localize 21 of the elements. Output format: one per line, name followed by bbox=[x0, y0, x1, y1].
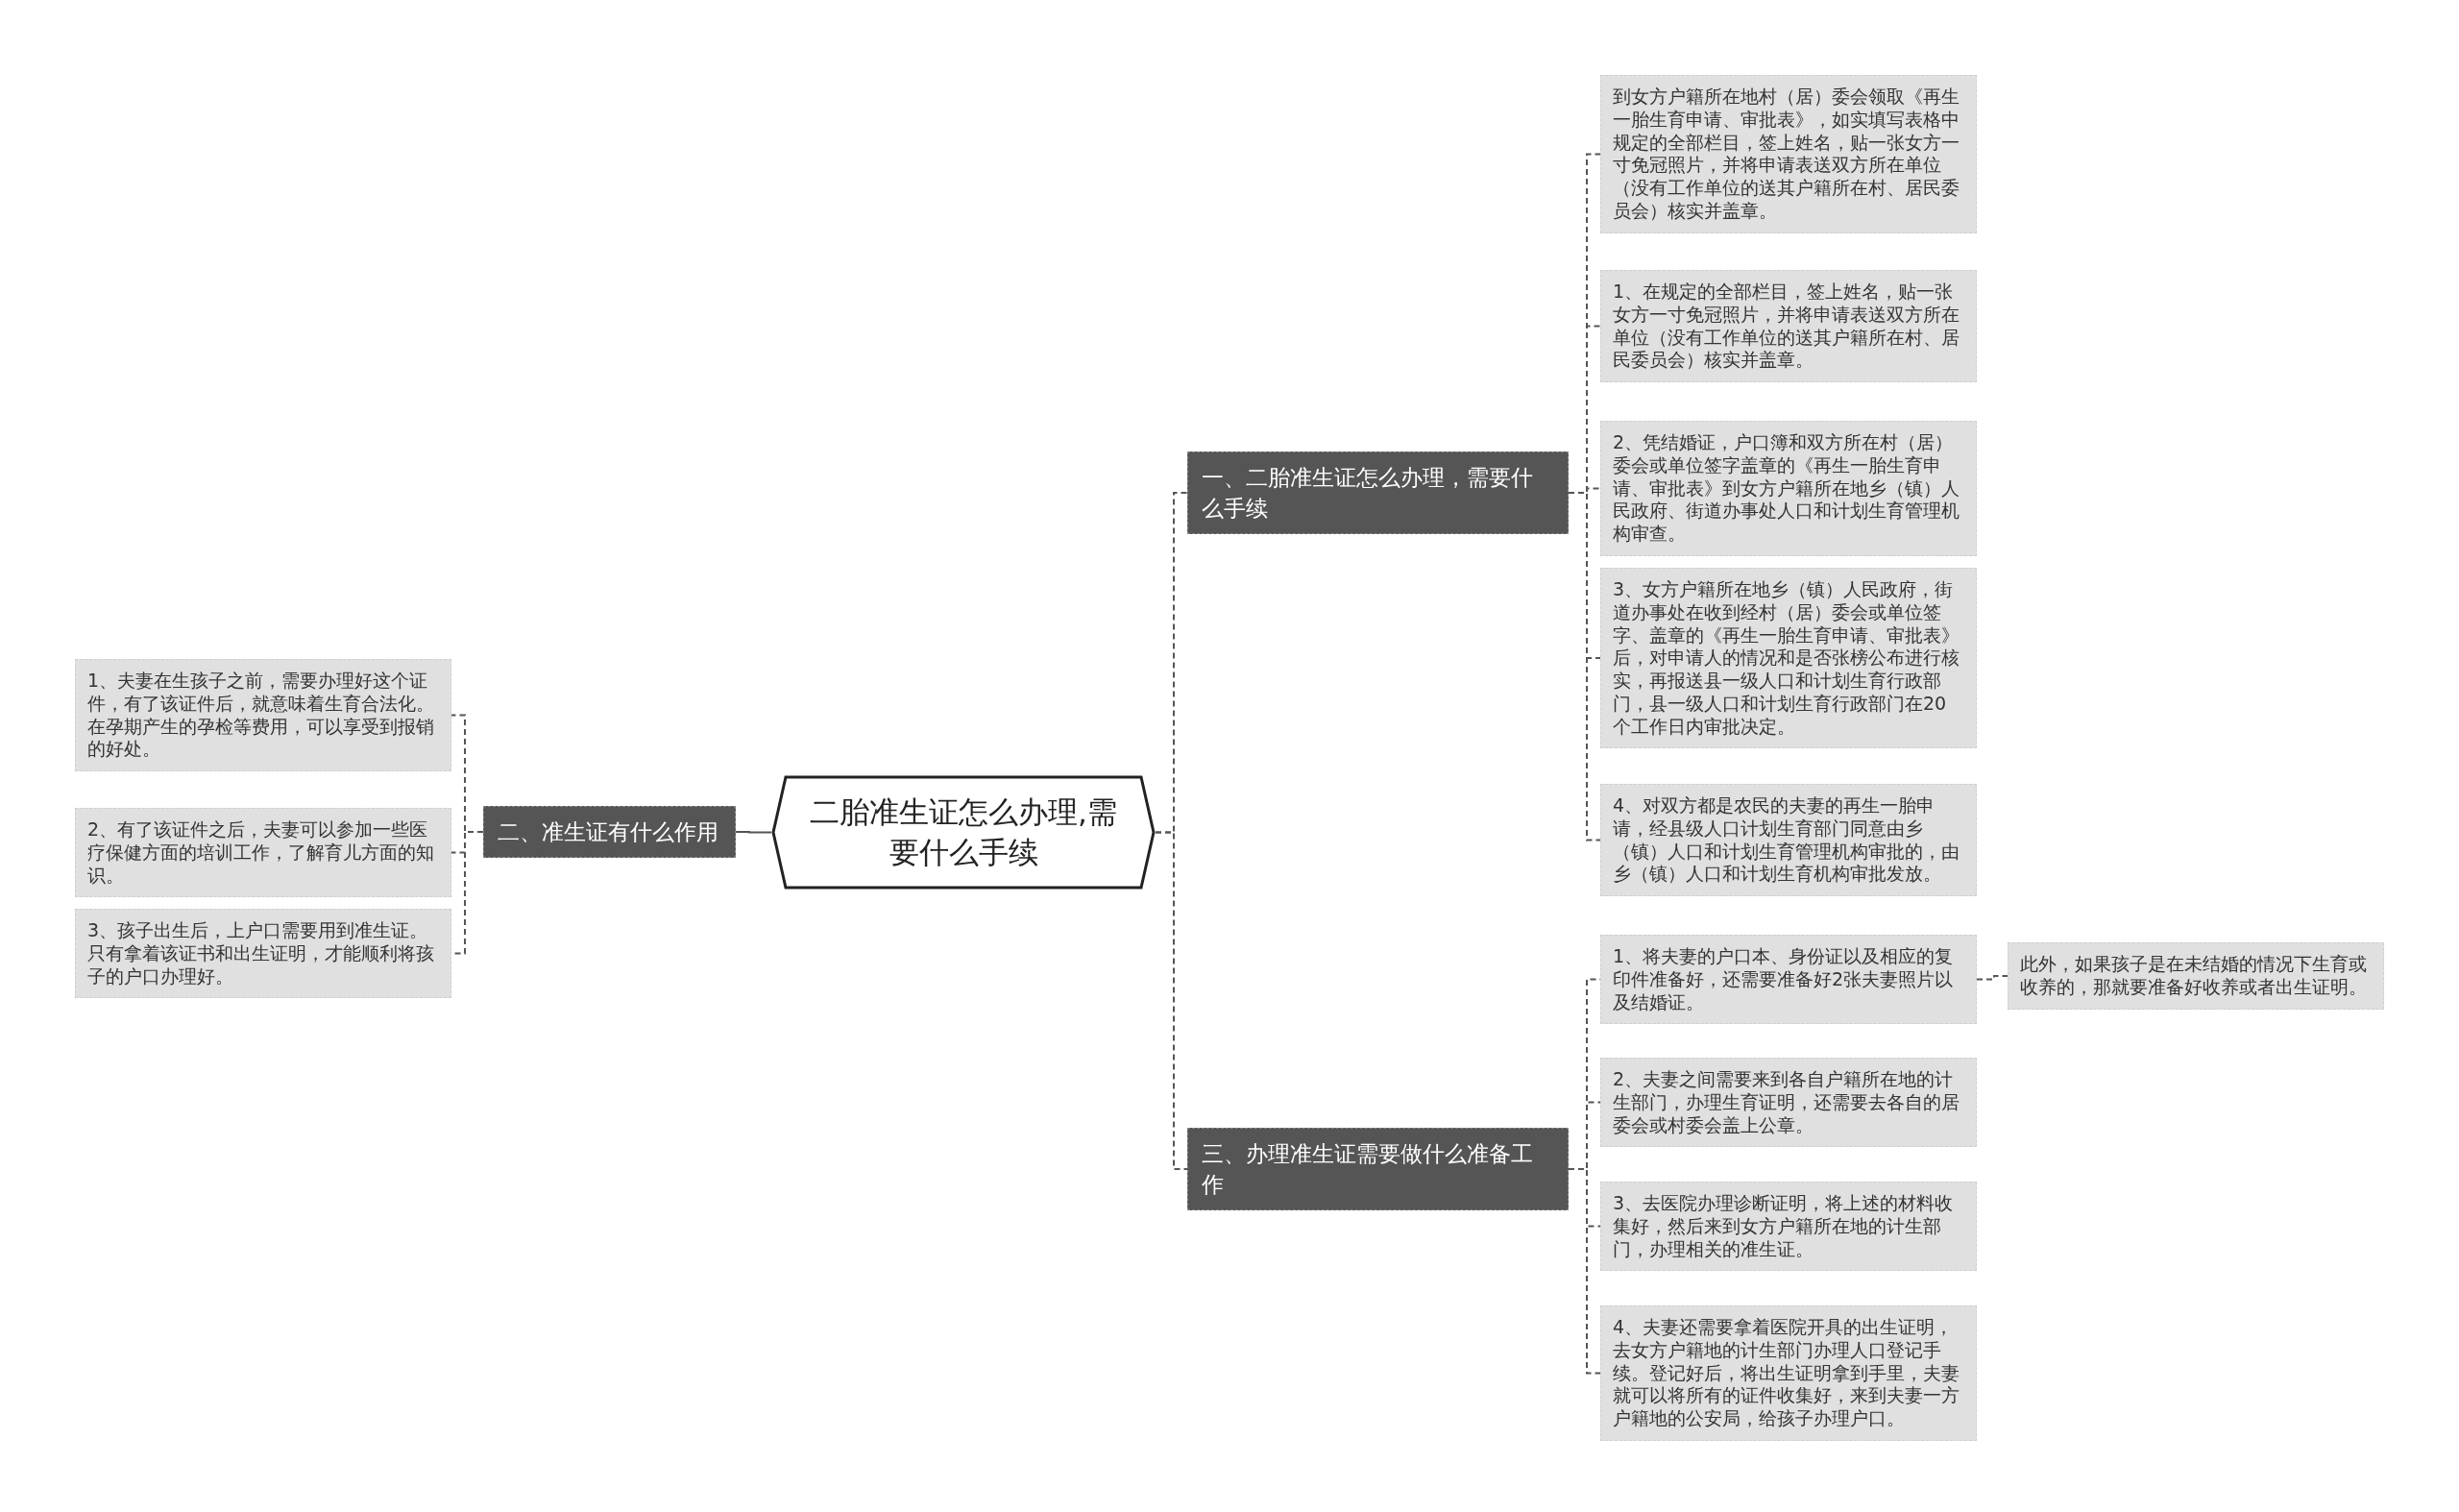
topic-box: 一、二胎准生证怎么办理，需要什么手续 bbox=[1187, 451, 1569, 535]
central-topic-hexagon: 二胎准生证怎么办理,需要什么手续 bbox=[771, 775, 1156, 890]
connector-line bbox=[1155, 831, 1188, 1170]
note-box: 3、孩子出生后，上户口需要用到准生证。只有拿着该证书和出生证明，才能顺利将孩子的户口办理好。 bbox=[75, 909, 451, 999]
topic-box: 二、准生证有什么作用 bbox=[483, 806, 736, 859]
note-box: 此外，如果孩子是在未结婚的情况下生育或收养的，那就要准备好收养或者出生证明。 bbox=[2008, 942, 2384, 1010]
connector-line bbox=[1568, 1168, 1601, 1375]
note-box: 2、凭结婚证，户口簿和双方所在村（居）委会或单位签字盖章的《再生一胎生育申请、审批表》到女方户籍所在地乡（镇）人民政府、街道办事处人口和计划生育管理机构审查。 bbox=[1600, 421, 1977, 556]
note-box: 3、女方户籍所在地乡（镇）人民政府，街道办事处在收到经村（居）委会或单位签字、盖章的《再生一胎生育申请、审批表》后，对申请人的情况和是否张榜公布进行核实，再报送县一级人口和计划生育行政部门，县一级人口和计划生育行政部门在20个工作日内审批决定。 bbox=[1600, 568, 1977, 749]
connector-line bbox=[735, 831, 772, 834]
note-box: 1、在规定的全部栏目，签上姓名，贴一张女方一寸免冠照片，并将申请表送双方所在单位（没有工作单位的送其户籍所在村、居民委员会）核实并盖章。 bbox=[1600, 270, 1977, 382]
note-box: 到女方户籍所在地村（居）委会领取《再生一胎生育申请、审批表》，如实填写表格中规定的全部栏目，签上姓名，贴一张女方一寸免冠照片，并将申请表送双方所在单位（没有工作单位的送其户籍所在村、居民委员会）核实并盖章。 bbox=[1600, 75, 1977, 233]
connector-line bbox=[1976, 975, 2009, 981]
note-box: 2、夫妻之间需要来到各自户籍所在地的计生部门，办理生育证明，还需要去各自的居委会或村委会盖上公章。 bbox=[1600, 1058, 1977, 1148]
topic-box: 三、办理准生证需要做什么准备工作 bbox=[1187, 1128, 1569, 1211]
note-box: 3、去医院办理诊断证明，将上述的材料收集好，然后来到女方户籍所在地的计生部门，办理相关的准生证。 bbox=[1600, 1182, 1977, 1272]
note-box: 1、将夫妻的户口本、身份证以及相应的复印件准备好，还需要准备好2张夫妻照片以及结婚证。 bbox=[1600, 935, 1977, 1025]
note-box: 4、对双方都是农民的夫妻的再生一胎申请，经县级人口计划生育部门同意由乡（镇）人口和计划生育管理机构审批的，由乡（镇）人口和计划生育机构审批发放。 bbox=[1600, 784, 1977, 896]
note-box: 4、夫妻还需要拿着医院开具的出生证明，去女方户籍地的计生部门办理人口登记手续。登记好后，将出生证明拿到手里，夫妻就可以将所有的证件收集好，来到夫妻一方户籍地的公安局，给孩子办理户口。 bbox=[1600, 1305, 1977, 1441]
note-box: 1、夫妻在生孩子之前，需要办理好这个证件，有了该证件后，就意味着生育合法化。在孕期产生的孕检等费用，可以享受到报销的好处。 bbox=[75, 659, 451, 771]
note-box: 2、有了该证件之后，夫妻可以参加一些医疗保健方面的培训工作，了解育儿方面的知识。 bbox=[75, 808, 451, 898]
